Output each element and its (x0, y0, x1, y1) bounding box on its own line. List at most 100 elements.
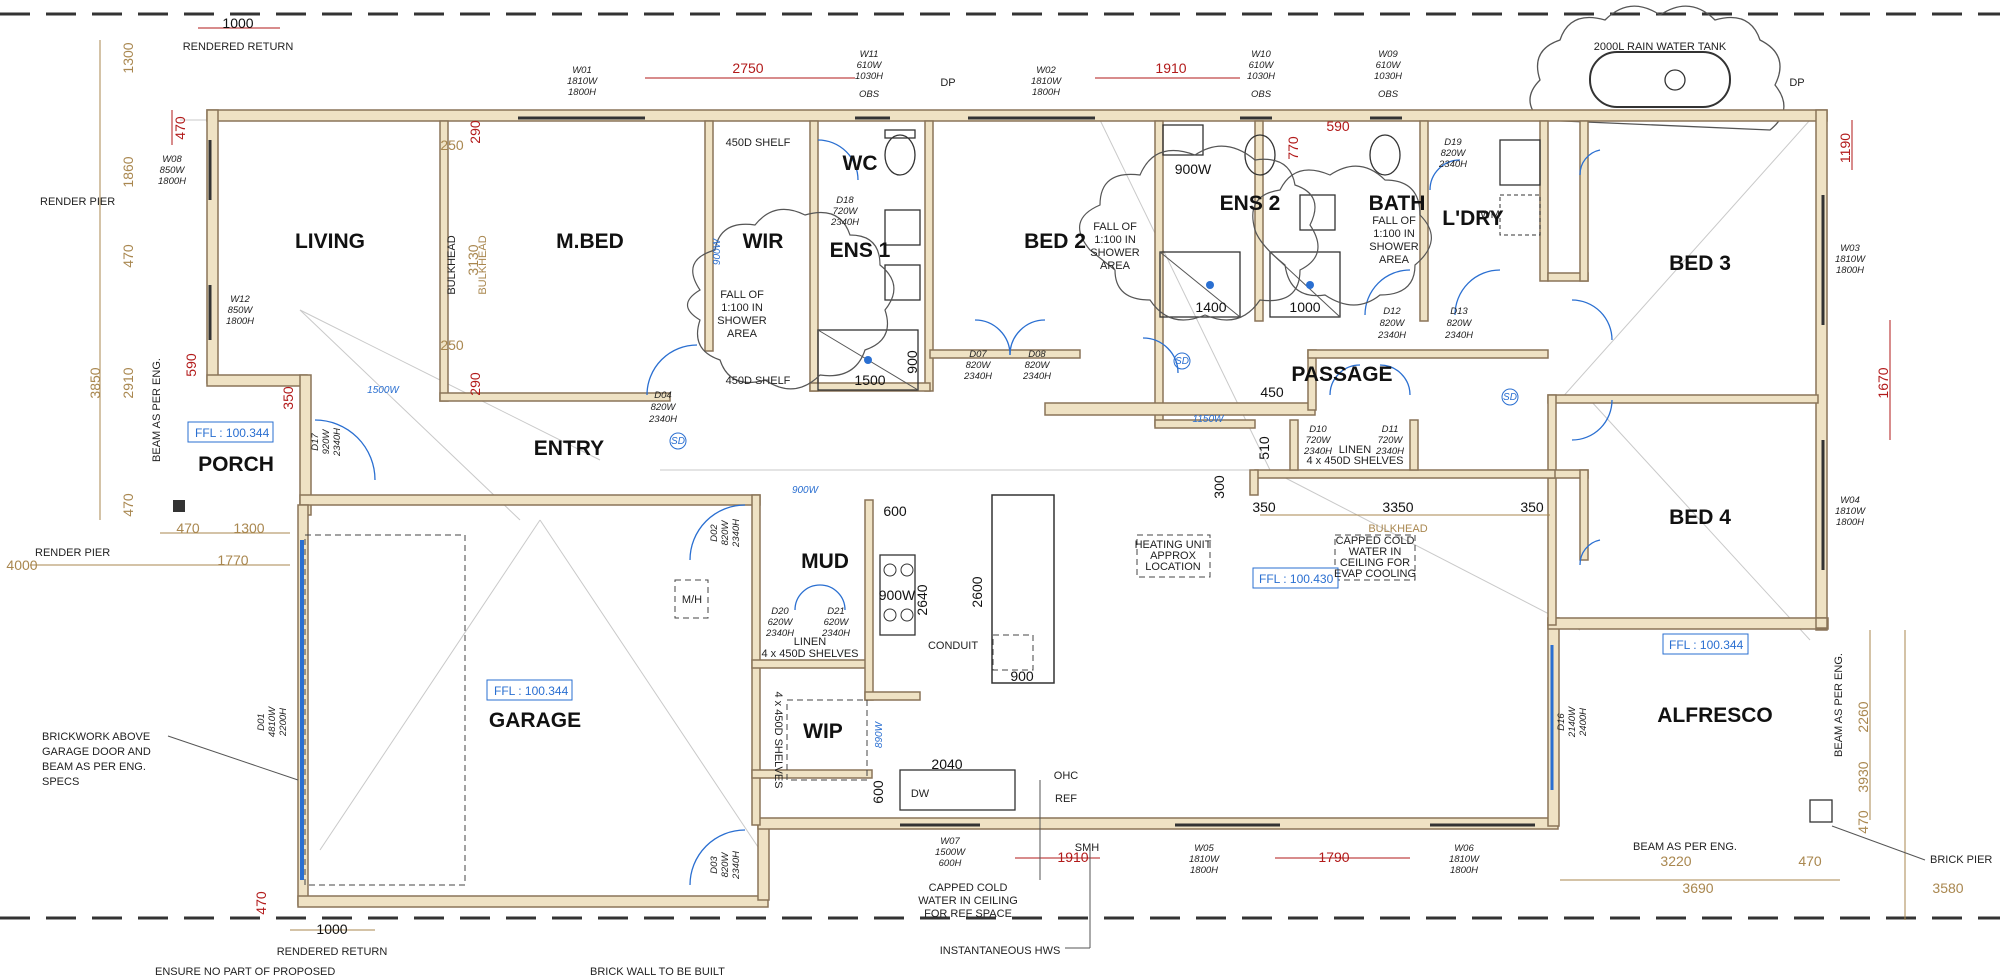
svg-text:D17: D17 (310, 433, 321, 451)
room-label-living: LIVING (295, 230, 365, 253)
dim-s-1400: 1400 (1195, 299, 1226, 315)
svg-text:WATER IN CEILING: WATER IN CEILING (918, 895, 1018, 907)
note-ref: REF (1055, 793, 1077, 805)
ffl-garage: FFL : 100.344 (486, 679, 573, 701)
dim-b-1790: 1790 (1318, 849, 1349, 865)
note-evap: CAPPED COLD WATER IN CEILING FOR EVAP CO… (1334, 535, 1416, 580)
svg-text:D12: D12 (1383, 306, 1401, 317)
dim-entry-1500w: 1500W (367, 385, 400, 396)
svg-text:CAPPED COLD: CAPPED COLD (929, 882, 1008, 894)
ffl-porch: FFL : 100.344 (187, 421, 274, 443)
dim-left-470c: 470 (120, 493, 136, 517)
svg-text:LOCATION: LOCATION (1145, 561, 1200, 573)
dim-mud-900w: 900W (792, 485, 820, 496)
room-label-bed4: BED 4 (1669, 506, 1731, 529)
window-tag-w06: W06 1810W 1800H (1449, 843, 1480, 876)
svg-text:D04: D04 (654, 390, 671, 401)
svg-text:1800H: 1800H (226, 316, 254, 327)
svg-text:610W: 610W (1249, 60, 1275, 71)
dim-bottom-4000: 4000 (6, 557, 37, 573)
svg-text:D01: D01 (256, 713, 267, 730)
svg-text:W01: W01 (572, 65, 592, 76)
dim-g-1000: 1000 (316, 921, 347, 937)
dim-m-250b: 250 (440, 337, 464, 353)
dim-k-600a: 600 (883, 503, 907, 519)
dim-left-470a: 470 (172, 116, 188, 140)
svg-text:2140W: 2140W (1567, 706, 1578, 738)
room-label-mud: MUD (801, 550, 849, 573)
window-tag-w12: W12 850W 1800H (226, 294, 254, 327)
svg-text:2340H: 2340H (1438, 159, 1467, 170)
note-shelf-wir-bottom: 450D SHELF (726, 375, 791, 387)
svg-text:W06: W06 (1454, 843, 1474, 854)
svg-text:D21: D21 (827, 606, 844, 617)
svg-text:720W: 720W (1378, 435, 1404, 446)
room-label-passage: PASSAGE (1291, 363, 1392, 386)
svg-text:SHOWER: SHOWER (1369, 241, 1419, 253)
svg-text:W04: W04 (1840, 495, 1860, 506)
room-label-ldry: L'DRY (1442, 207, 1503, 230)
svg-text:D20: D20 (771, 606, 789, 617)
window-tag-w05: W05 1810W 1800H (1189, 843, 1220, 876)
svg-text:1800H: 1800H (158, 176, 186, 187)
room-label-porch: PORCH (198, 453, 274, 476)
dim-r-470: 470 (1855, 810, 1871, 834)
room-label-wip: WIP (803, 720, 843, 743)
window-tag-w02: W02 1810W 1800H (1031, 65, 1062, 98)
dim-bottom-1770: 1770 (217, 552, 248, 568)
rain-tank-label: 2000L RAIN WATER TANK (1594, 41, 1727, 53)
dim-bottom-1300: 1300 (233, 520, 264, 536)
note-dp-top: DP (940, 77, 955, 89)
svg-text:D13: D13 (1450, 306, 1468, 317)
note-render-pier-top: RENDER PIER (40, 196, 115, 208)
svg-text:GARAGE DOOR AND: GARAGE DOOR AND (42, 746, 151, 758)
svg-text:1030H: 1030H (855, 71, 883, 82)
svg-text:W12: W12 (230, 294, 250, 305)
dim-p-300: 300 (1211, 475, 1227, 499)
dim-m-3130: 3130 (465, 244, 481, 275)
note-dp-tank: DP (1789, 77, 1804, 89)
svg-text:FOR REF SPACE: FOR REF SPACE (924, 908, 1012, 920)
dim-top-1000: 1000 (222, 15, 253, 31)
svg-text:2200H: 2200H (278, 708, 289, 737)
svg-text:600H: 600H (939, 858, 962, 869)
dim-r-1190: 1190 (1837, 133, 1853, 163)
room-label-alfresco: ALFRESCO (1657, 704, 1773, 727)
note-ensure: ENSURE NO PART OF PROPOSED (155, 966, 335, 978)
svg-text:820W: 820W (1441, 148, 1467, 159)
note-render-pier-bottom: RENDER PIER (35, 547, 110, 559)
svg-text:820W: 820W (1025, 360, 1051, 371)
dim-s-900w: 900W (1175, 161, 1212, 177)
window-tag-w01: W01 1810W 1800H (567, 65, 598, 98)
svg-text:LINEN: LINEN (1339, 444, 1371, 456)
svg-text:AREA: AREA (1379, 254, 1410, 266)
svg-text:OBS: OBS (1378, 89, 1399, 100)
window-tag-w10: W10 610W 1030H OBS (1247, 49, 1275, 100)
svg-text:2340H: 2340H (1303, 446, 1332, 457)
door-tag-d10: D10 720W 2340H (1303, 424, 1332, 457)
svg-text:CEILING FOR: CEILING FOR (1340, 557, 1410, 569)
note-beam-bottom: BEAM AS PER ENG. (1633, 841, 1737, 853)
room-label-ens2: ENS 2 (1220, 192, 1281, 215)
smoke-detectors: SD SD SD (669, 352, 1519, 450)
note-bulkhead-small: BULKHEAD (446, 235, 458, 294)
dim-s-900: 900 (904, 350, 920, 374)
svg-text:SPECS: SPECS (42, 776, 79, 788)
svg-text:2340H: 2340H (1022, 371, 1051, 382)
dim-p-350b: 350 (1520, 499, 1544, 515)
svg-text:1:100 IN: 1:100 IN (1373, 228, 1415, 240)
dimension-lines (30, 27, 1906, 931)
svg-text:W08: W08 (162, 154, 182, 165)
dim-top-1910: 1910 (1155, 60, 1186, 76)
svg-text:FFL : 100.430: FFL : 100.430 (1259, 572, 1334, 586)
room-label-bath: BATH (1369, 192, 1426, 215)
note-bulkhead-passage: BULKHEAD (1368, 523, 1427, 535)
svg-text:D11: D11 (1382, 424, 1399, 435)
svg-text:2340H: 2340H (648, 414, 677, 425)
dim-k-900w: 900W (879, 587, 916, 603)
note-heating: HEATING UNIT APPROX LOCATION (1135, 539, 1212, 573)
svg-text:FALL OF: FALL OF (1372, 215, 1416, 227)
svg-text:850W: 850W (228, 305, 254, 316)
dim-k-2040: 2040 (931, 756, 962, 772)
svg-text:1500W: 1500W (935, 847, 966, 858)
